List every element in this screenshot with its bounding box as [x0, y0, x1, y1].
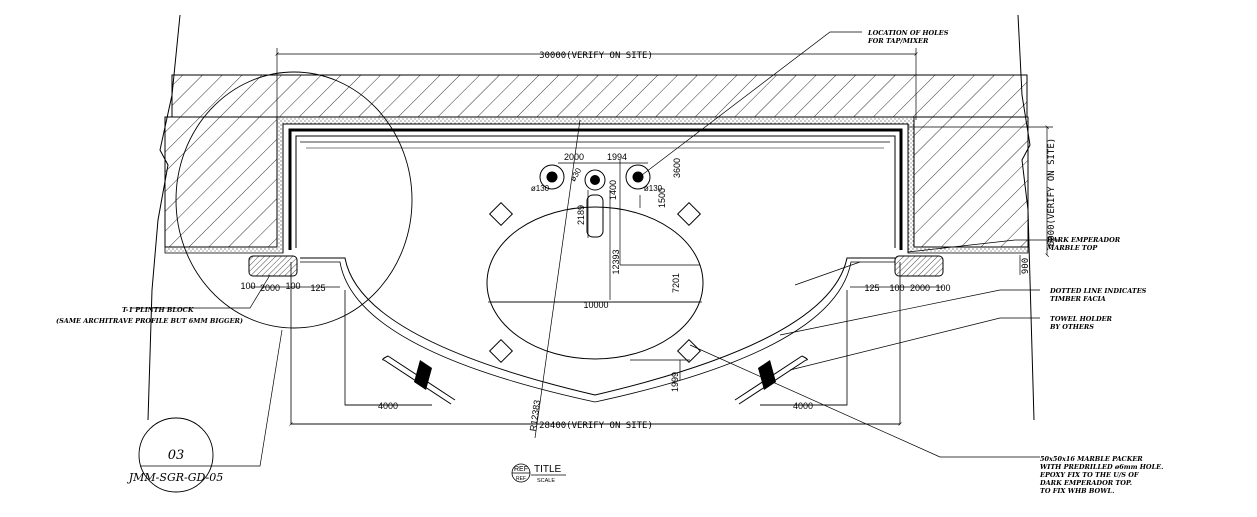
plinth-block-left	[248, 255, 298, 277]
title-text: TITLE	[534, 464, 562, 475]
dim-left-100b: 100	[285, 281, 300, 291]
title-ref: REF	[514, 466, 528, 473]
note-plinth-2: (SAME ARCHITRAVE PROFILE BUT 6MM BIGGER)	[56, 317, 243, 325]
note-packer-4: DARK EMPERADOR TOP.	[1039, 479, 1132, 487]
dim-spout-len: 1400	[608, 180, 618, 200]
left-wall-hatch	[164, 116, 278, 248]
dim-tap-height: 3600	[672, 158, 682, 178]
dim-top-overall: 30000(VERIFY ON SITE)	[539, 51, 653, 61]
detail-number: 03	[168, 448, 185, 463]
tap-holes	[539, 164, 651, 238]
note-marble-2: MARBLE TOP	[1046, 244, 1098, 252]
leader-lines	[130, 31, 1060, 467]
dim-right-100b: 100	[935, 283, 950, 293]
dim-left-125: 125	[310, 283, 325, 293]
dim-dia-left: ø130	[531, 184, 550, 193]
dim-dia-right: ø130	[644, 184, 663, 193]
dim-right-125: 125	[864, 283, 879, 293]
dim-dia-center: ø30	[568, 166, 583, 183]
inner-frame	[288, 128, 903, 250]
note-holes-2: FOR TAP/MIXER	[867, 37, 929, 45]
detail-sheet: JMM-SGR-GD-05	[127, 471, 224, 484]
note-packer-5: TO FIX WHB BOWL.	[1040, 487, 1114, 495]
towel-holder-left	[382, 355, 456, 405]
note-packer-3: EPOXY FIX TO THE U/S OF	[1039, 471, 1139, 479]
dim-radius: R12383	[528, 399, 542, 432]
note-towel-1: TOWEL HOLDER	[1050, 315, 1113, 323]
dim-right-2000: 2000	[910, 283, 930, 293]
inner-frame-2	[295, 135, 896, 248]
radius-leader	[534, 119, 581, 439]
dim-bowl-lower: 7201	[671, 273, 681, 293]
title-scale: SCALE	[537, 478, 555, 484]
note-holes-1: LOCATION OF HOLES	[867, 29, 949, 37]
dim-spout-bottom: 2189	[576, 205, 586, 225]
top-wall-hatch	[171, 74, 1028, 118]
dim-bottom-overall: 28400(VERIFY ON SITE)	[539, 421, 653, 431]
note-marble-1: DARK EMPERADOR	[1046, 236, 1121, 244]
dim-tap-right-offset: 1994	[607, 152, 627, 162]
towel-holder-right	[734, 355, 808, 405]
dim-right-100a: 100	[889, 283, 904, 293]
title-block	[511, 463, 566, 483]
dim-left-100a: 100	[240, 281, 255, 291]
note-towel-2: BY OTHERS	[1049, 323, 1094, 331]
right-cabinet-block	[760, 290, 848, 406]
note-packer-2: WITH PREDRILLED ø6mm HOLE.	[1040, 463, 1163, 471]
counter-outline	[282, 123, 909, 253]
dim-bowl-depth: 12393	[611, 249, 621, 274]
right-wall-hatch	[913, 116, 1029, 248]
dim-bowl-width: 10000	[583, 300, 608, 310]
dim-left-2000: 2000	[260, 283, 280, 293]
marble-packers	[488, 201, 702, 364]
plinth-block-right	[894, 255, 944, 277]
title-ref-small: REF	[516, 476, 526, 482]
note-plinth-1: T-1 PLINTH BLOCK	[122, 306, 194, 314]
plinth-callout-circle	[175, 71, 413, 329]
note-dotted-2: TIMBER FACIA	[1050, 295, 1106, 303]
note-packer-1: 50x50x16 MARBLE PACKER	[1040, 455, 1143, 463]
dim-spout-side: 1500	[657, 188, 667, 208]
dim-front-gap: 1999	[670, 372, 680, 392]
marble-top-edge	[300, 257, 895, 396]
dim-tap-left-offset: 2000	[564, 152, 584, 162]
dim-left-4000: 4000	[378, 401, 398, 411]
basin-bowl	[486, 206, 704, 360]
plaster-band	[164, 116, 1029, 254]
dimension-lines	[250, 48, 1053, 424]
cabinet-outline	[290, 262, 901, 425]
marble-top-edge-inner	[300, 261, 895, 403]
dim-right-4000: 4000	[793, 401, 813, 411]
detail-bubble	[138, 417, 214, 493]
note-dotted-1: DOTTED LINE INDICATES	[1049, 287, 1147, 295]
dim-right-side: 6000(VERIFY ON SITE)	[1047, 138, 1057, 246]
dim-right-drop: 900	[1021, 258, 1031, 274]
